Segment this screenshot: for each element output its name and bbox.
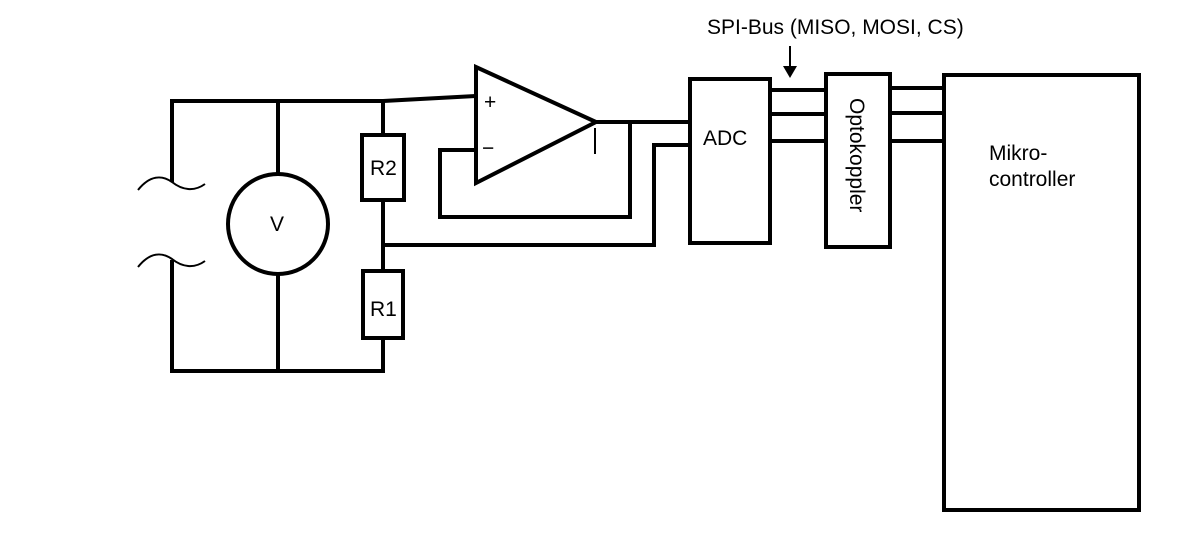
- opamp-minus-sign: −: [482, 137, 494, 160]
- adc-block: [688, 77, 772, 245]
- optocoupler-label: Optokoppler: [845, 98, 868, 212]
- wire-opamp-feedback: [438, 120, 632, 219]
- microcontroller-block: [942, 73, 1141, 512]
- voltmeter-label: V: [270, 213, 284, 236]
- resistor-r2: [360, 133, 406, 202]
- opamp-plus-sign: +: [484, 91, 496, 114]
- adc-label: ADC: [703, 127, 747, 150]
- spi-bus-arrow-head: [783, 66, 797, 78]
- wire-left-loop: [170, 99, 385, 373]
- spi-bus-label: SPI-Bus (MISO, MOSI, CS): [707, 16, 964, 39]
- spi-bus-lines-adc: [768, 88, 828, 143]
- ac-source-tilde-lower: [137, 253, 206, 268]
- voltmeter-symbol: [226, 172, 330, 276]
- opamp-symbol: [474, 63, 601, 187]
- wire-to-opamp-plus: [380, 93, 479, 104]
- wire-midpoint-to-adc: [381, 143, 692, 247]
- microcontroller-label-line2: controller: [989, 168, 1075, 191]
- spi-bus-lines-mcu: [888, 86, 946, 143]
- resistor-r2-label: R2: [370, 157, 397, 180]
- resistor-r1: [361, 269, 405, 340]
- resistor-r1-label: R1: [370, 298, 397, 321]
- microcontroller-label-line1: Mikro-: [989, 142, 1047, 165]
- optocoupler-block: [824, 72, 892, 249]
